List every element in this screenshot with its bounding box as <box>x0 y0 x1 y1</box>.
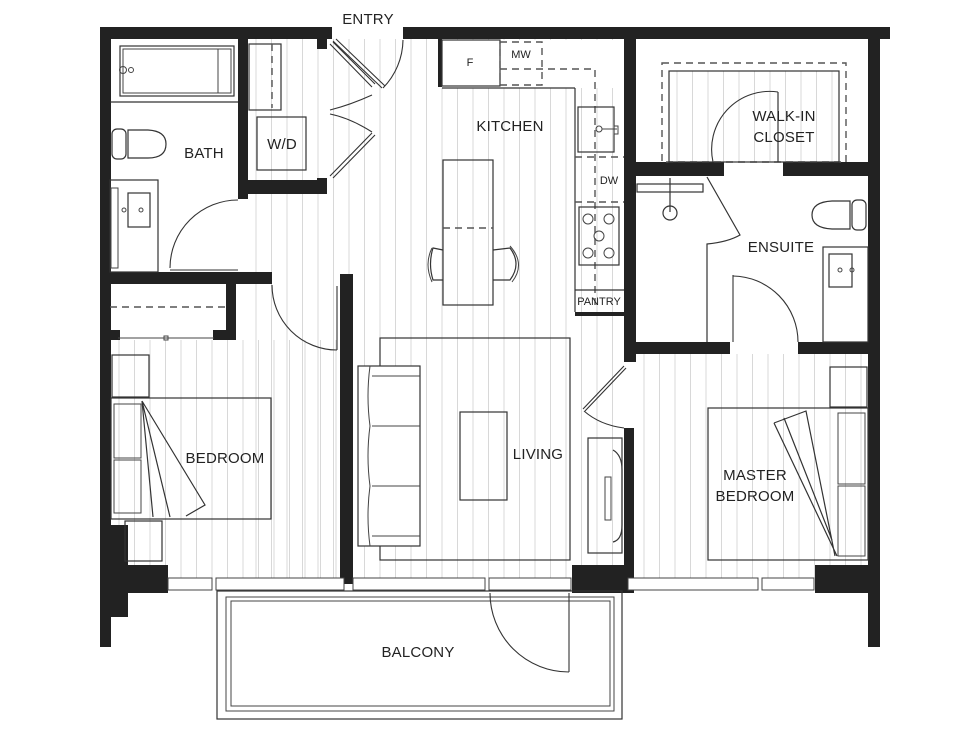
balcony-label: BALCONY <box>381 644 454 661</box>
master-bedroom-door[interactable] <box>582 365 627 429</box>
entry-door[interactable] <box>332 38 404 89</box>
living-furniture <box>357 337 623 561</box>
kitchen-upper-counter <box>440 40 625 88</box>
pantry-label: PANTRY <box>577 296 621 308</box>
bedroom-door[interactable] <box>271 284 338 351</box>
balcony-door[interactable] <box>489 592 570 673</box>
master-bedroom-label-line1: MASTER <box>723 467 787 484</box>
kitchen-cabinets <box>441 39 624 312</box>
fridge-label: F <box>467 57 474 69</box>
bath-toilet <box>111 128 167 160</box>
walls <box>100 27 890 647</box>
bathtub <box>110 45 238 103</box>
entry-label: ENTRY <box>342 11 394 28</box>
bath-floor <box>110 40 238 272</box>
walk-in-closet-label-line2: CLOSET <box>753 129 814 146</box>
ensuite-fixtures <box>636 176 869 343</box>
laundry-closet <box>248 41 376 179</box>
master-bedroom-label-line2: BEDROOM <box>716 488 795 505</box>
dishwasher-label: DW <box>600 175 619 187</box>
balcony <box>216 590 623 720</box>
laundry-label: W/D <box>267 136 297 153</box>
bath-door <box>169 199 239 271</box>
ensuite-label: ENSUITE <box>748 239 814 256</box>
exterior-windows <box>167 577 815 591</box>
kitchen-island <box>427 159 519 306</box>
master-bedroom-furniture <box>707 366 869 561</box>
bedroom-label: BEDROOM <box>186 450 265 467</box>
bedroom-furniture <box>110 306 272 562</box>
walk-in-closet-label-line1: WALK-IN <box>752 108 815 125</box>
bath-label: BATH <box>184 145 224 162</box>
floor-planks <box>118 39 862 578</box>
living-label: LIVING <box>513 446 563 463</box>
kitchen-label: KITCHEN <box>476 118 543 135</box>
walk-in-closet <box>661 62 847 163</box>
microwave-label: MW <box>511 49 531 61</box>
bath-vanity <box>109 179 159 273</box>
